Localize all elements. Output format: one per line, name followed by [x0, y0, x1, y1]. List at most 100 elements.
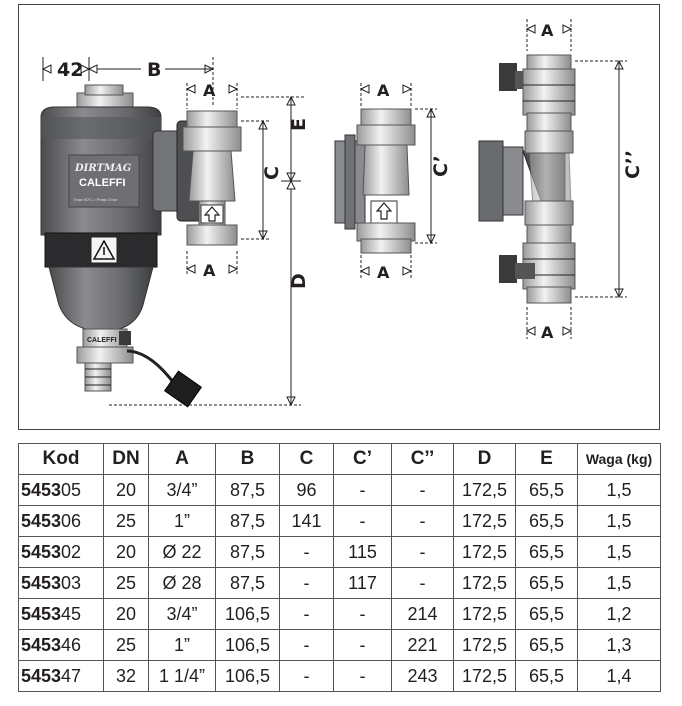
cell-kod: 545345 [18, 598, 104, 630]
dim-A-mid-bottom-label: A [377, 263, 390, 282]
warning-icon [92, 239, 116, 260]
cell-d: 172,5 [453, 505, 516, 537]
table-header-row: Kod DN A B C C’ C’’ D E Waga (kg) [18, 443, 661, 475]
kod-prefix: 5453 [21, 479, 62, 500]
kod-prefix: 5453 [21, 572, 62, 593]
kod-prefix: 5453 [21, 510, 62, 531]
cell-waga: 1,5 [577, 474, 661, 506]
flow-arrow-icon-2 [375, 202, 393, 220]
cell-c-prime: 115 [333, 536, 392, 568]
header-a: A [148, 443, 216, 475]
technical-drawing: DIRTMAG CALEFFI Tmax 90°C • Pmax 3 bar C… [40, 19, 644, 408]
cell-b: 106,5 [215, 598, 280, 630]
cell-a: 1 1/4” [148, 660, 216, 692]
dimension-lines-middle: A A C’ [359, 81, 452, 282]
cell-dn: 25 [103, 505, 149, 537]
cell-a: Ø 22 [148, 536, 216, 568]
flow-arrow-icon [203, 206, 221, 222]
cell-a: 3/4” [148, 598, 216, 630]
cell-c: - [279, 660, 334, 692]
kod-suffix: 02 [61, 541, 82, 562]
kod-suffix: 03 [61, 572, 82, 593]
cell-c-prime: - [333, 474, 392, 506]
header-d: D [453, 443, 516, 475]
cell-e: 65,5 [515, 567, 578, 599]
cell-d: 172,5 [453, 567, 516, 599]
caleffi-logo-text: CALEFFI [79, 177, 125, 189]
cell-kod: 545305 [18, 474, 104, 506]
dim-C-prime-label: C’ [430, 155, 452, 177]
dim-C-label: C [261, 166, 283, 180]
cell-c: 96 [279, 474, 334, 506]
cell-c: - [279, 629, 334, 661]
cell-a: 3/4” [148, 474, 216, 506]
kod-suffix: 46 [61, 634, 82, 655]
dim-C-double-label: C’’ [622, 150, 644, 179]
dim-A-right-top-label: A [541, 21, 554, 40]
cell-kod: 545306 [18, 505, 104, 537]
cell-c-prime: - [333, 660, 392, 692]
kod-prefix: 5453 [21, 603, 62, 624]
cell-c-double: - [391, 474, 454, 506]
kod-suffix: 05 [61, 479, 82, 500]
header-e: E [515, 443, 578, 475]
cell-b: 87,5 [215, 567, 280, 599]
cell-c-double: - [391, 536, 454, 568]
cell-waga: 1,3 [577, 629, 661, 661]
cell-c-prime: - [333, 598, 392, 630]
cell-e: 65,5 [515, 629, 578, 661]
header-dn: DN [103, 443, 149, 475]
header-c: C [279, 443, 334, 475]
cell-d: 172,5 [453, 474, 516, 506]
caleffi-small-text: CALEFFI [87, 337, 117, 344]
dim-A-right-bottom-label: A [541, 323, 554, 342]
cell-waga: 1,2 [577, 598, 661, 630]
cell-waga: 1,4 [577, 660, 661, 692]
spec-line-text: Tmax 90°C • Pmax 3 bar [73, 197, 118, 202]
cell-b: 106,5 [215, 629, 280, 661]
cell-c: 141 [279, 505, 334, 537]
cell-c: - [279, 598, 334, 630]
kod-prefix: 5453 [21, 665, 62, 686]
cell-d: 172,5 [453, 536, 516, 568]
cell-waga: 1,5 [577, 567, 661, 599]
cell-c-double: 214 [391, 598, 454, 630]
kod-prefix: 5453 [21, 541, 62, 562]
cell-b: 87,5 [215, 474, 280, 506]
cell-d: 172,5 [453, 629, 516, 661]
cell-kod: 545347 [18, 660, 104, 692]
dim-E-label: E [288, 118, 310, 131]
cell-dn: 32 [103, 660, 149, 692]
cell-c-double: 243 [391, 660, 454, 692]
dim-B-label: B [147, 59, 161, 81]
cell-waga: 1,5 [577, 505, 661, 537]
cell-a: Ø 28 [148, 567, 216, 599]
cell-dn: 20 [103, 598, 149, 630]
cell-a: 1” [148, 505, 216, 537]
cell-b: 87,5 [215, 505, 280, 537]
cell-kod: 545346 [18, 629, 104, 661]
cell-e: 65,5 [515, 505, 578, 537]
product-dimension-drawing: DIRTMAG CALEFFI Tmax 90°C • Pmax 3 bar C… [18, 4, 660, 430]
cell-c: - [279, 536, 334, 568]
cell-c-double: 221 [391, 629, 454, 661]
cell-c-prime: 117 [333, 567, 392, 599]
dim-D-label: D [288, 273, 310, 289]
header-c-double: C’’ [391, 443, 454, 475]
cell-e: 65,5 [515, 598, 578, 630]
compression-fitting-variant [334, 108, 416, 254]
cell-dn: 20 [103, 536, 149, 568]
cell-d: 172,5 [453, 598, 516, 630]
specification-table: Kod DN A B C C’ C’’ D E Waga (kg) 545305… [18, 443, 661, 692]
cell-c-double: - [391, 567, 454, 599]
cell-kod: 545303 [18, 567, 104, 599]
header-waga: Waga (kg) [577, 443, 661, 475]
kod-suffix: 47 [61, 665, 82, 686]
cell-c-prime: - [333, 629, 392, 661]
